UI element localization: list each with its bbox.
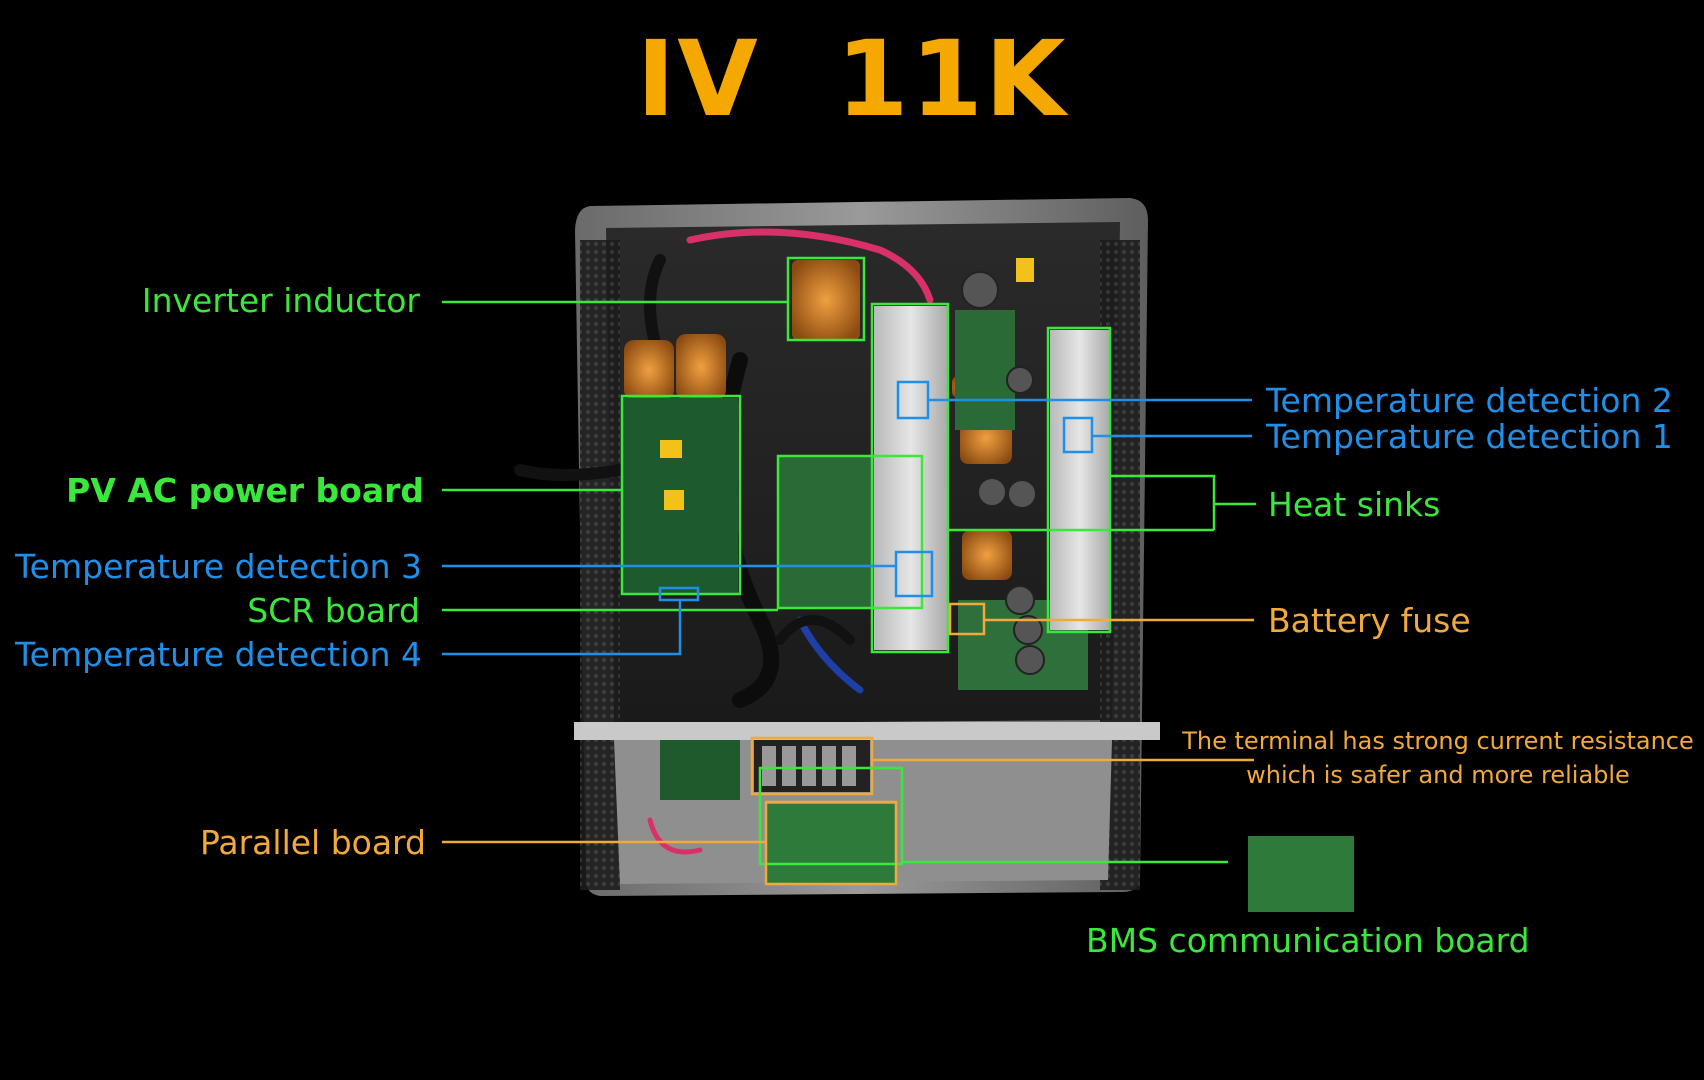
label-temp-detection-3: Temperature detection 3 <box>15 547 422 586</box>
label-temp-detection-2: Temperature detection 2 <box>1266 381 1673 420</box>
label-scr-board: SCR board <box>247 591 420 630</box>
terminal-note-line-2: which is safer and more reliable <box>1246 761 1630 789</box>
label-pv-ac-power-board: PV AC power board <box>66 471 424 510</box>
label-heat-sinks: Heat sinks <box>1268 485 1441 524</box>
temp-detection-4-leader <box>442 600 682 656</box>
label-bms-communication-board: BMS communication board <box>1086 921 1530 960</box>
heat-sinks-leader-top <box>1110 474 1216 530</box>
page-title: IV 11K <box>636 18 1068 140</box>
terminal-block <box>754 740 870 792</box>
terminal-note-line-1: The terminal has strong current resistan… <box>1182 727 1694 755</box>
label-inverter-inductor: Inverter inductor <box>141 281 420 320</box>
heat-sink-plates <box>874 306 1110 650</box>
label-temp-detection-1: Temperature detection 1 <box>1266 417 1673 456</box>
heat-sink-left-box <box>870 302 950 654</box>
bms-board-box <box>758 766 904 866</box>
inductor-coils <box>624 260 1012 580</box>
terminal-box <box>750 736 874 796</box>
terminal-note: The terminal has strong current resistan… <box>1176 724 1700 792</box>
label-battery-fuse: Battery fuse <box>1268 601 1471 640</box>
temp-detection-3-box <box>894 550 934 598</box>
label-parallel-board: Parallel board <box>199 823 426 862</box>
capacitors <box>961 271 1045 675</box>
pv-ac-power-board-box <box>620 394 742 596</box>
inverter-inductor-box <box>786 256 866 342</box>
label-temp-detection-4: Temperature detection 4 <box>15 635 422 674</box>
heat-sink-right-box <box>1046 326 1112 634</box>
scr-board-box <box>776 454 924 610</box>
